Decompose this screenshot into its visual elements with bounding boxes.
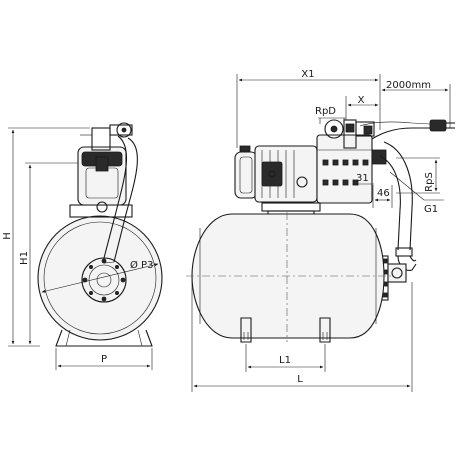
dimension-x1: X1 [236,69,381,148]
suction-connector [371,149,387,165]
dimension-rps: RpS [396,157,440,194]
pump-outlet-block [95,156,109,172]
dimension-x: X [345,95,379,120]
pump-vent-slots [322,159,369,186]
label-cable-length: 2000mm [386,80,431,91]
dimension-46: 46 [372,185,393,208]
suction-hose [383,141,413,251]
dimension-cable: 2000mm [381,80,451,128]
motor-fan-cover [234,151,258,199]
side-view: H H1 Ø P3 [2,122,163,370]
label-l1: L1 [279,355,291,366]
power-cable-upper [359,121,431,127]
label-rps: RpS [424,172,435,192]
label-p3: Ø P3 [130,259,153,271]
tank-foot [55,329,153,347]
power-plug [429,119,447,132]
hose-band [395,247,413,257]
motor-screw [296,176,308,188]
dimension-l: L [191,280,413,392]
top-fitting [91,127,111,151]
dimension-p: P [55,348,153,370]
pressure-gauge [324,119,344,139]
label-p: P [101,354,107,365]
label-46: 46 [377,188,390,199]
label-31: 31 [356,173,369,184]
outlet-fitting [355,121,375,137]
pump-drain-plug [96,201,108,213]
pressure-gauge-side [116,122,132,138]
tank-feet [240,317,331,343]
label-rpd: RpD [315,106,336,117]
label-h1: H1 [19,251,30,265]
power-cable [369,127,430,141]
label-x: X [358,95,365,106]
label-x1: X1 [301,69,314,80]
pump-bracket [69,204,133,218]
label-h: H [2,232,13,240]
front-view: X1 2000mm X RpD [186,69,455,392]
label-g1: G1 [424,204,438,215]
motor-cooling-fins [261,150,295,198]
label-l: L [297,374,303,385]
dimension-h: H [2,127,90,347]
mount-bracket [261,202,321,212]
terminal-box [261,161,283,187]
dimension-l1: L1 [245,344,326,372]
motor-switch [239,145,251,153]
tank-fitting [387,263,407,283]
dimension-h1: H1 [19,162,80,345]
side-hose [113,137,138,263]
